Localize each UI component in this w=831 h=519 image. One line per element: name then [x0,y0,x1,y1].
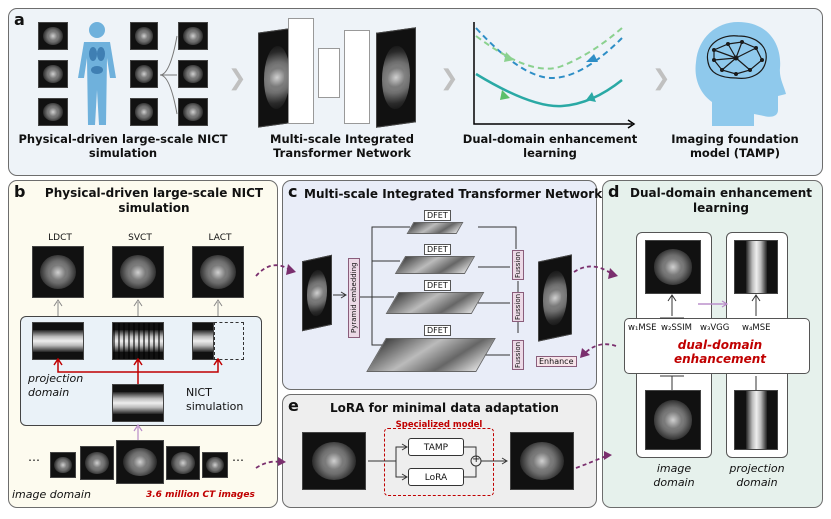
panel-d-title: Dual-domain enhancement learning [629,186,812,215]
projection-lact [192,322,214,360]
step3-label: Dual-domain enhancement learning [462,132,638,160]
lact-image [192,246,244,298]
ldct-image [32,246,84,298]
dual-domain-enhancement-label: dual-domain enhancement [673,338,767,366]
projection-lact-missing [214,322,244,360]
dfet-block-4: DFET [424,325,451,336]
ct-thumb-sim-3 [178,98,208,126]
image-domain-ct-5 [202,452,228,478]
ldct-label: LDCT [48,233,72,243]
specialized-model-label: Specialized model [395,420,483,430]
lora-block: LoRA [408,468,464,486]
ct-thumb-liver [130,60,158,88]
d-image-top [645,240,701,294]
svct-label: SVCT [128,233,152,243]
dual-domain-curves [473,22,636,129]
d-image-domain-label: image domain [653,462,695,489]
ct-thumb-head [130,22,158,50]
dfet-block-3: DFET [424,280,451,291]
d-projection-bottom [734,390,778,450]
tamp-block: TAMP [408,438,464,456]
brain-network-icon [706,35,767,79]
chevron-right-icon: ❯ [652,66,671,91]
dots-right: … [232,450,244,464]
loss-w1: w₁MSE [628,323,657,333]
d-projection-domain-label: projection domain [729,462,785,489]
lora-input-ct [302,432,366,490]
projection-domain-label: projection domain [28,372,84,399]
chevron-right-icon: ❯ [228,66,247,91]
image-domain-ct-1 [50,452,76,478]
d-projection-top [734,240,778,294]
ct-thumb-sim-2 [178,60,208,88]
panel-b-up-arrows [53,299,223,316]
dfet-block-1: DFET [424,210,451,221]
ct-thumb-lower [130,98,158,126]
panel-e-title: LoRA for minimal data adaptation [330,401,559,415]
loss-box [624,318,810,374]
panel-e-letter: e [288,396,299,415]
network-block-1 [288,18,314,124]
enhance-block: Enhance [536,356,577,367]
image-domain-ct-4 [166,446,200,480]
human-body-icon [70,20,125,130]
panel-d-letter: d [608,182,620,201]
chevron-right-icon: ❯ [440,66,459,91]
loss-w3: w₃VGG [700,323,730,333]
msit-input-arrow [333,291,347,299]
nict-simulation-label: NICT simulation [186,386,244,413]
panel-b-title: Physical-driven large-scale NICT simulat… [44,186,264,215]
loss-w2: w₂SSIM [661,323,692,333]
ct-thumb-abdomen [38,60,68,88]
panel-d-arrows [660,294,761,390]
image-domain-ct-2 [80,446,114,480]
red-branch-arrows [53,358,223,384]
panel-b-letter: b [14,182,26,201]
image-domain-ct-3 [116,440,164,484]
network-block-3 [344,30,370,124]
step1-label: Physical-driven large-scale NICT simulat… [18,132,228,160]
panel-e-arrows [368,443,508,481]
ct-thumb-pelvis [38,98,68,126]
panel-c-letter: c [288,182,298,201]
dots-left: … [28,450,40,464]
ct-count-label: 3.6 million CT images [146,490,255,500]
ct-thumb-chest [38,22,68,50]
d-image-bottom [645,390,701,450]
panel-a-letter: a [14,10,25,29]
plus-symbol: + [472,454,481,465]
panel-c-title: Multi-scale Integrated Transformer Netwo… [304,187,603,201]
svct-image [112,246,164,298]
lora-output-ct [510,432,574,490]
panel-b-purple-up-arrow [133,424,143,440]
projection-full [112,384,164,422]
projection-ldct [32,322,84,360]
image-domain-label: image domain [12,488,91,501]
panel-a-fan-arrows [159,35,178,115]
loss-w4: w₄MSE [742,323,771,333]
specialized-model-box [384,428,494,496]
lact-label: LACT [208,233,232,243]
ct-thumb-sim-1 [178,22,208,50]
dfet-block-2: DFET [424,244,451,255]
step4-label: Imaging foundation model (TAMP) [671,132,799,160]
step2-label: Multi-scale Integrated Transformer Netwo… [270,132,414,160]
projection-svct [112,322,164,360]
network-block-2 [318,48,340,98]
